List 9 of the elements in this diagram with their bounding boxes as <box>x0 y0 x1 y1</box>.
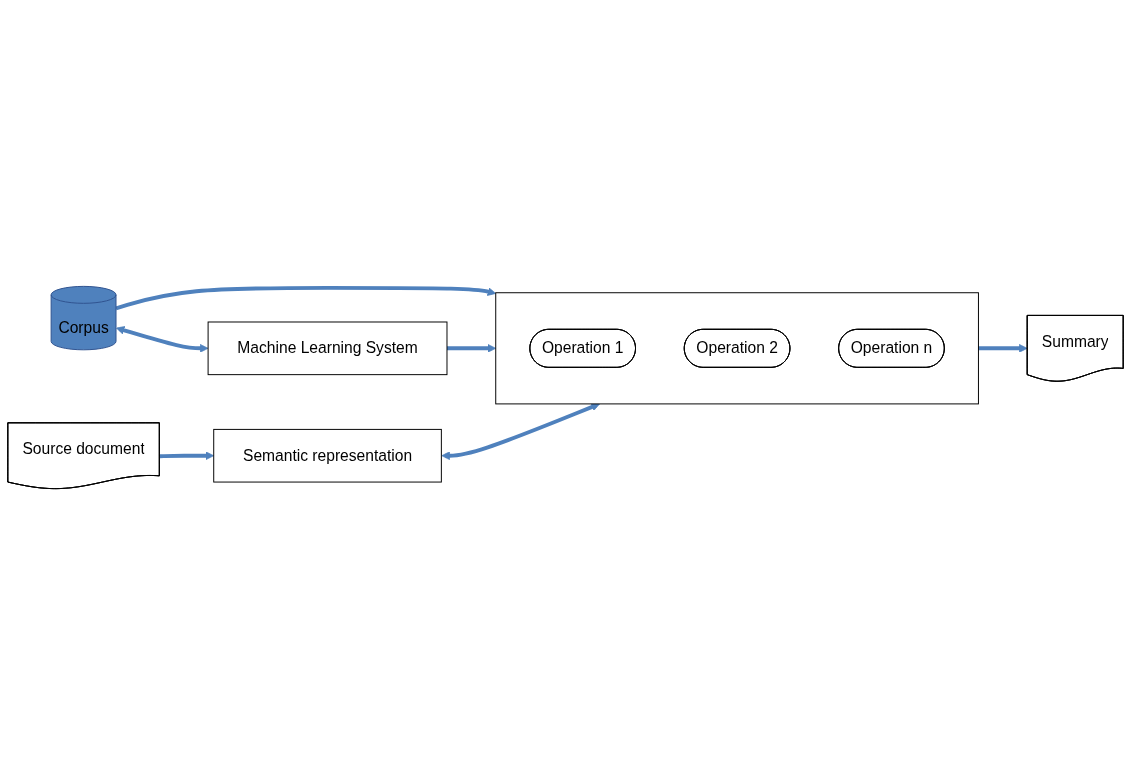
arrow <box>115 285 497 311</box>
arrow <box>978 344 1028 353</box>
node-box: Semantic representation <box>213 428 442 483</box>
cluster <box>495 292 979 405</box>
arrow <box>159 451 215 460</box>
arrow <box>447 344 497 353</box>
arrow <box>116 326 209 353</box>
arrow <box>441 402 600 460</box>
node-box: Machine Learning System <box>207 321 448 376</box>
